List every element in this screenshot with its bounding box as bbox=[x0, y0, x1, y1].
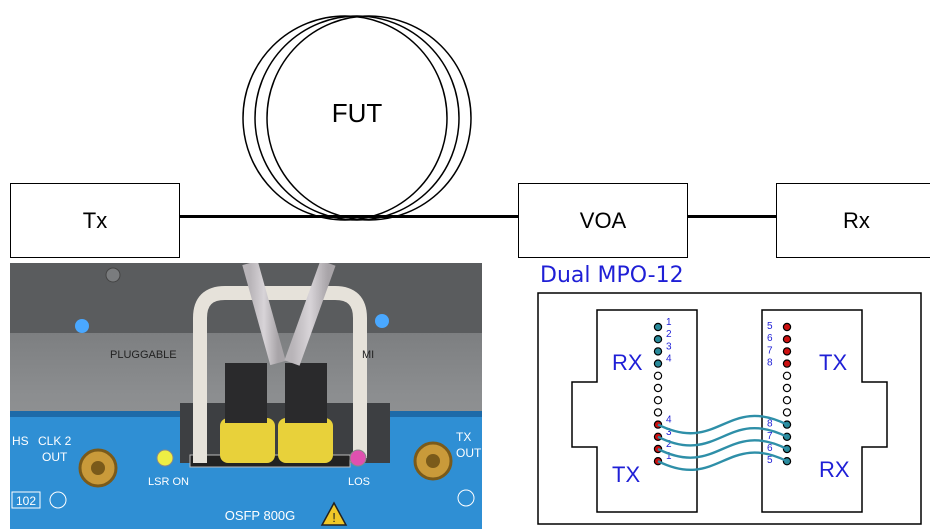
mpo-title: Dual MPO-12 bbox=[540, 263, 684, 288]
right-fiber-4 bbox=[782, 359, 792, 368]
tx-label: Tx bbox=[82, 207, 108, 233]
rx-label: Rx bbox=[843, 207, 870, 233]
left-top-number-3: 3 bbox=[666, 341, 672, 352]
connector-right bbox=[285, 363, 327, 423]
left-bottom-number-3: 3 bbox=[666, 427, 672, 438]
crossover-cable-4 bbox=[657, 451, 788, 472]
right-fiber-6 bbox=[782, 383, 792, 393]
hs-label: HS bbox=[12, 434, 29, 448]
los-led bbox=[349, 449, 367, 467]
out-label: OUT bbox=[42, 450, 68, 464]
right-bottom-number-8: 8 bbox=[767, 419, 773, 430]
left-top-number-2: 2 bbox=[666, 329, 672, 340]
blue-led-left bbox=[75, 319, 89, 333]
right-fiber-3 bbox=[782, 347, 792, 356]
connector-left bbox=[225, 363, 267, 423]
yellow-pulltab-left bbox=[220, 418, 275, 463]
left-fiber-2 bbox=[653, 335, 663, 344]
tx-out-label-1: TX bbox=[456, 430, 471, 444]
fiber-line-tx-fut bbox=[180, 215, 520, 218]
left-tx-label: TX bbox=[612, 462, 640, 487]
lsr-on-led bbox=[156, 449, 174, 467]
left-fiber-4 bbox=[653, 359, 663, 368]
ribbon-cable-1 bbox=[242, 263, 286, 366]
right-tx-label: TX bbox=[819, 350, 847, 375]
ribbon-cable-2 bbox=[284, 263, 336, 366]
right-fiber-5 bbox=[782, 371, 792, 381]
left-fiber-1 bbox=[653, 322, 663, 332]
right-fiber-2 bbox=[782, 335, 792, 344]
crossover-cable-2 bbox=[657, 426, 788, 447]
right-fiber-1 bbox=[782, 322, 792, 332]
right-top-number-6: 6 bbox=[767, 333, 773, 344]
left-fiber-5 bbox=[653, 371, 663, 381]
crossover-cable-3 bbox=[657, 439, 788, 459]
tx-out-label-2: OUT bbox=[456, 446, 482, 460]
crossover-cable-1 bbox=[657, 414, 788, 435]
right-top-number-7: 7 bbox=[767, 345, 773, 356]
tx-box: Tx bbox=[10, 183, 180, 258]
right-mpo-connector bbox=[761, 309, 888, 513]
left-bottom-number-1: 1 bbox=[666, 451, 672, 462]
lsr-on-label: LSR ON bbox=[148, 476, 189, 488]
left-fiber-6 bbox=[653, 383, 663, 393]
svg-text:!: ! bbox=[332, 510, 336, 525]
left-fiber-8 bbox=[653, 408, 663, 417]
port-number-box bbox=[11, 491, 41, 509]
port-number: 102 bbox=[16, 494, 36, 508]
los-label: LOS bbox=[348, 476, 370, 488]
right-bottom-number-7: 7 bbox=[767, 431, 773, 442]
yellow-pulltab-right bbox=[278, 418, 333, 463]
right-bottom-number-5: 5 bbox=[767, 455, 773, 466]
left-fiber-3 bbox=[653, 347, 663, 356]
left-top-number-4: 4 bbox=[666, 354, 672, 365]
fiber-line-voa-rx bbox=[688, 215, 776, 218]
white-handle bbox=[193, 286, 367, 463]
right-rx-label: RX bbox=[819, 457, 850, 482]
fut-coil: FUT bbox=[242, 15, 472, 221]
clk-label: CLK 2 bbox=[38, 434, 72, 448]
left-mpo-connector bbox=[571, 309, 698, 513]
right-top-number-5: 5 bbox=[767, 321, 773, 332]
panel-screw bbox=[105, 267, 121, 283]
ground-icon-right bbox=[457, 489, 475, 507]
pluggable-label: PLUGGABLE bbox=[110, 349, 177, 361]
voa-label: VOA bbox=[579, 207, 627, 233]
right-bottom-number-6: 6 bbox=[767, 443, 773, 454]
left-bottom-number-4: 4 bbox=[666, 415, 672, 426]
right-top-number-8: 8 bbox=[767, 358, 773, 369]
left-fiber-7 bbox=[653, 395, 663, 405]
module-label: OSFP 800G bbox=[225, 508, 296, 523]
voa-box: VOA bbox=[518, 183, 688, 258]
module-photo: ! PLUGGABLE MI HS CLK 2 OUT 102 LSR ON L… bbox=[10, 263, 482, 529]
fut-label: FUT bbox=[332, 98, 383, 128]
right-fiber-7 bbox=[782, 395, 792, 405]
left-top-number-1: 1 bbox=[666, 317, 672, 328]
warning-triangle-icon bbox=[320, 501, 348, 526]
right-fiber-8 bbox=[782, 408, 792, 417]
left-rx-label: RX bbox=[612, 350, 643, 375]
blue-led-right bbox=[375, 314, 389, 328]
rx-box: Rx bbox=[776, 183, 930, 258]
left-bottom-number-2: 2 bbox=[666, 439, 672, 450]
pluggable-label-tail: MI bbox=[362, 349, 374, 361]
ground-icon-left bbox=[49, 491, 67, 509]
